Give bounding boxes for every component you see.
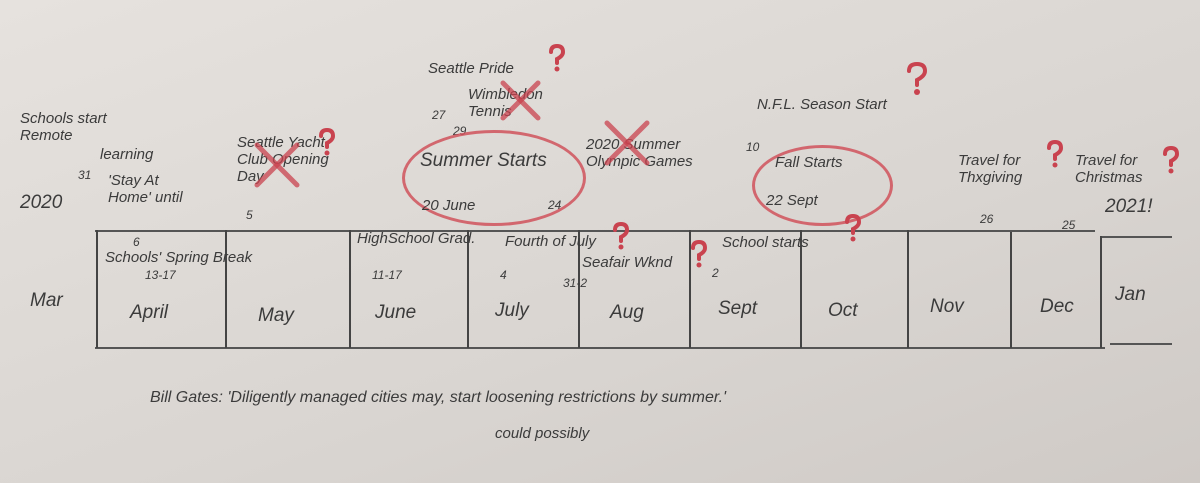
event-date: 27 <box>432 108 446 122</box>
timeline-bottom-line <box>95 347 1105 349</box>
cross-out-mark <box>500 80 541 121</box>
event-date: 31 <box>78 168 92 182</box>
event-date: 11-17 <box>372 268 402 282</box>
year-2021: 2021! <box>1105 196 1153 217</box>
event-remote-learning-2: learning <box>100 146 154 163</box>
month-divider <box>689 230 691 348</box>
quote-insertion: could possibly <box>495 425 590 442</box>
event-date: 22 Sept <box>766 192 818 209</box>
event-seattle-pride: Seattle Pride <box>428 60 514 77</box>
event-date: 10 <box>746 140 760 154</box>
event-remote-learning: Schools start Remote <box>20 110 107 144</box>
event-date: 25 <box>1062 218 1076 232</box>
month-divider <box>1100 236 1102 348</box>
timeline-top-line-2021 <box>1100 236 1172 238</box>
year-2020: 2020 <box>20 192 63 213</box>
timeline-bottom-line-2021 <box>1110 343 1172 345</box>
month-jan: Jan <box>1115 284 1146 305</box>
event-date: 13-17 <box>145 268 176 282</box>
month-mar: Mar <box>30 290 63 311</box>
month-divider <box>1010 232 1012 348</box>
month-divider <box>349 230 351 348</box>
question-mark <box>1047 139 1064 168</box>
month-divider <box>578 230 580 348</box>
event-date: 6 <box>133 235 140 249</box>
question-mark <box>613 221 630 250</box>
event-fourth-of-july: Fourth of July <box>505 233 596 250</box>
event-fall-starts: Fall Starts <box>775 154 843 171</box>
month-dec: Dec <box>1040 296 1074 317</box>
event-stay-at-home: 'Stay At Home' until <box>108 172 183 206</box>
question-mark <box>319 127 336 156</box>
event-school-starts: School starts <box>722 234 809 251</box>
red-circle-summer <box>402 130 586 226</box>
question-mark <box>549 43 566 72</box>
month-april: April <box>130 302 169 323</box>
event-date: 5 <box>246 208 253 222</box>
event-travel-thanksgiving: Travel for Thxgiving <box>958 152 1023 186</box>
event-date: 4 <box>500 268 507 282</box>
event-nfl-season: N.F.L. Season Start <box>757 96 887 113</box>
event-date: 2 <box>712 266 719 280</box>
month-aug: Aug <box>610 302 644 323</box>
cross-out-mark <box>604 120 650 166</box>
month-sept: Sept <box>718 298 758 319</box>
event-spring-break: Schools' Spring Break <box>105 249 253 266</box>
event-seafair: Seafair Wknd <box>582 254 673 271</box>
event-high-school-grad: HighSchool Grad. <box>357 230 476 247</box>
event-date: 31-2 <box>563 276 588 290</box>
month-oct: Oct <box>828 300 858 321</box>
month-may: May <box>258 305 294 326</box>
month-divider <box>467 230 469 348</box>
month-june: June <box>375 302 417 323</box>
month-divider <box>96 230 98 348</box>
event-date: 20 June <box>422 197 476 214</box>
question-mark <box>1163 145 1180 174</box>
question-mark <box>845 213 862 242</box>
event-date: 24 <box>548 198 562 212</box>
timeline-top-line <box>95 230 1095 232</box>
month-july: July <box>495 300 529 321</box>
month-divider <box>907 230 909 348</box>
event-date: 26 <box>980 212 994 226</box>
month-divider <box>800 230 802 348</box>
bill-gates-quote: Bill Gates: 'Diligently managed cities m… <box>150 389 727 406</box>
month-divider <box>225 230 227 348</box>
cross-out-mark <box>254 142 300 188</box>
event-travel-christmas: Travel for Christmas <box>1075 152 1143 186</box>
question-mark <box>907 61 928 95</box>
question-mark <box>691 239 708 268</box>
event-summer-starts: Summer Starts <box>420 150 547 171</box>
red-circle-fall <box>752 145 893 226</box>
month-nov: Nov <box>930 296 964 317</box>
